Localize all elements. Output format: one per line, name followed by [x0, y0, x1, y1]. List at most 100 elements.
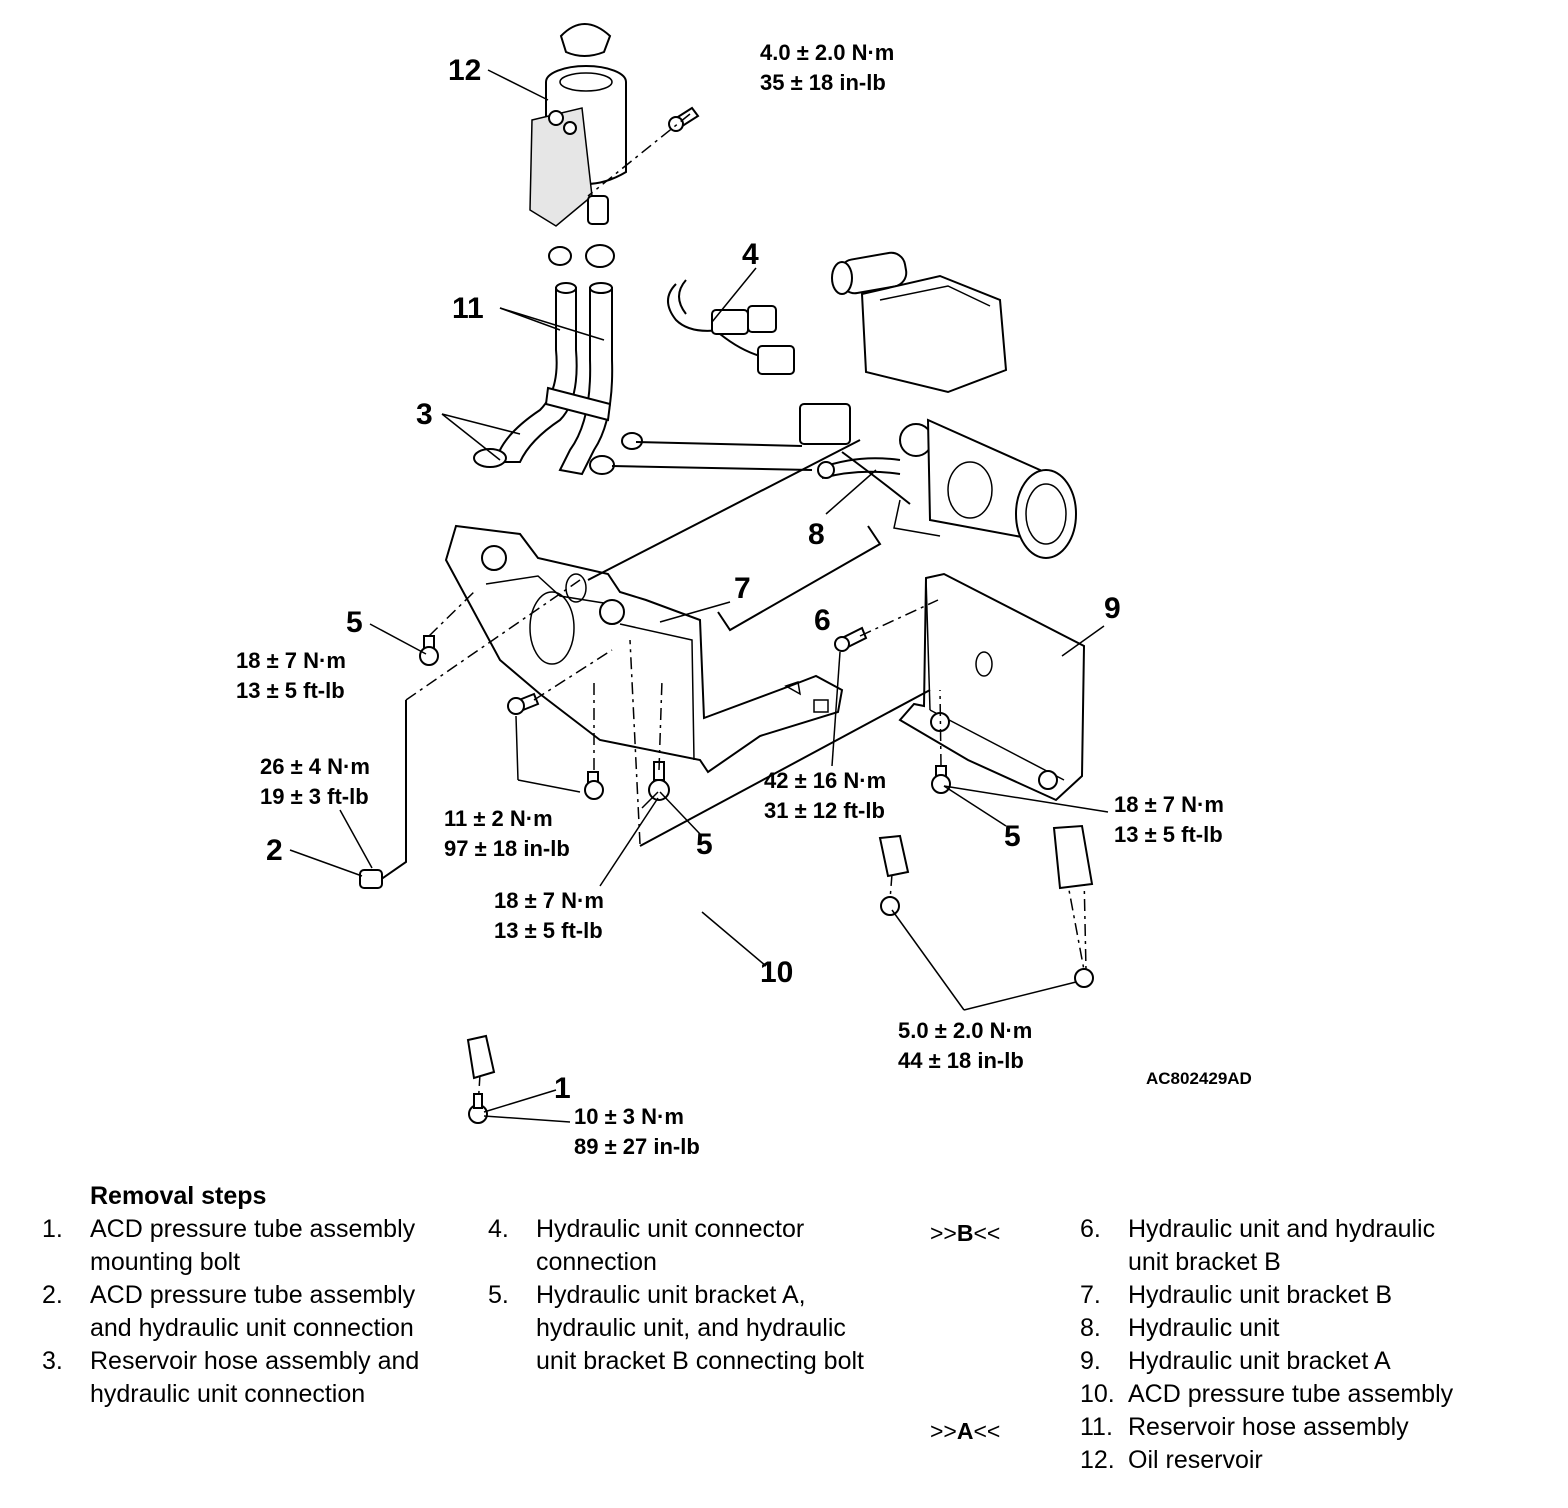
callout-9: 9: [1104, 592, 1121, 625]
torque-spec: 11 ± 2 N·m 97 ± 18 in-lb: [444, 806, 570, 861]
callout-6: 6: [814, 604, 831, 637]
hydraulic-unit-bracket-a: [898, 572, 1086, 802]
torque-spec: 18 ± 7 N·m 13 ± 5 ft-lb: [1114, 792, 1224, 847]
step-text: ACD pressure tube assembly: [1128, 1380, 1454, 1408]
torque-imperial: 13 ± 5 ft-lb: [494, 918, 603, 943]
acd-pressure-tube-assembly: [345, 824, 1094, 1080]
list-item: 7. Hydraulic unit bracket B: [1080, 1279, 1520, 1312]
list-item: 12. Oil reservoir: [1080, 1444, 1520, 1477]
torque-metric: 5.0 ± 2.0 N·m: [898, 1018, 1032, 1043]
torque-metric: 10 ± 3 N·m: [574, 1104, 684, 1129]
list-item: 6. Hydraulic unit and hydraulic unit bra…: [1080, 1213, 1520, 1279]
step-text: Hydraulic unit connector: [536, 1215, 805, 1243]
torque-imperial: 31 ± 12 ft-lb: [764, 798, 885, 823]
connecting-bolt-icon: [931, 765, 951, 794]
hydraulic-unit: [611, 251, 1077, 559]
step-number: 6.: [1080, 1215, 1101, 1243]
torque-metric: 18 ± 7 N·m: [1114, 792, 1224, 817]
torque-spec: 42 ± 16 N·m 31 ± 12 ft-lb: [764, 768, 886, 823]
torque-metric: 26 ± 4 N·m: [260, 754, 370, 779]
step-text: Hydraulic unit bracket B: [1128, 1281, 1393, 1309]
torque-imperial: 35 ± 18 in-lb: [760, 70, 886, 95]
callout-10: 10: [760, 956, 793, 989]
removal-steps: Removal steps 1. ACD pressure tube assem…: [0, 1180, 1568, 1500]
list-item: 9. Hydraulic unit bracket A: [1080, 1345, 1520, 1378]
step-number: 3.: [42, 1347, 63, 1375]
steps-column-3: 6. Hydraulic unit and hydraulic unit bra…: [1080, 1213, 1520, 1477]
torque-spec: 18 ± 7 N·m 13 ± 5 ft-lb: [236, 648, 346, 703]
step-text: mounting bolt: [90, 1248, 241, 1276]
callout-7: 7: [734, 572, 751, 605]
list-item: 10. ACD pressure tube assembly: [1080, 1378, 1520, 1411]
torque-metric: 42 ± 16 N·m: [764, 768, 886, 793]
step-text: ACD pressure tube assembly: [90, 1215, 416, 1243]
torque-spec: 5.0 ± 2.0 N·m 44 ± 18 in-lb: [898, 1018, 1032, 1073]
callout-8: 8: [808, 518, 825, 551]
step-number: 8.: [1080, 1314, 1101, 1342]
step-text: Hydraulic unit and hydraulic: [1128, 1215, 1436, 1243]
callout-6-bracket: [717, 525, 882, 632]
hydraulic-unit-connector: [667, 279, 795, 375]
list-item: 11. Reservoir hose assembly: [1080, 1411, 1520, 1444]
oil-reservoir: [529, 23, 627, 227]
torque-imperial: 44 ± 18 in-lb: [898, 1048, 1024, 1073]
torque-imperial: 13 ± 5 ft-lb: [1114, 822, 1223, 847]
hose-clamp-icon: [548, 244, 643, 475]
steps-column-1: 1. ACD pressure tube assembly mounting b…: [42, 1213, 482, 1411]
list-item: 3. Reservoir hose assembly and hydraulic…: [42, 1345, 482, 1411]
step-text: Oil reservoir: [1128, 1446, 1263, 1474]
step-text: Hydraulic unit bracket A,: [536, 1281, 806, 1309]
bracket-bolt-icon: [507, 626, 868, 800]
callout-5: 5: [346, 606, 363, 639]
callout-5: 5: [1004, 820, 1021, 853]
list-item: 1. ACD pressure tube assembly mounting b…: [42, 1213, 482, 1279]
step-number: 11.: [1080, 1413, 1113, 1441]
step-number: 12.: [1080, 1446, 1115, 1474]
list-item: 2. ACD pressure tube assembly and hydrau…: [42, 1279, 482, 1345]
steps-column-2: 4. Hydraulic unit connector connection 5…: [488, 1213, 908, 1378]
torque-spec: 4.0 ± 2.0 N·m 35 ± 18 in-lb: [760, 40, 894, 95]
list-item: 5. Hydraulic unit bracket A, hydraulic u…: [488, 1279, 908, 1378]
exploded-parts-diagram: 12 11 3 4 8 7 6 9 5 5 5 2 10 1 4.0 ± 2.0…: [236, 23, 1252, 1159]
step-number: 2.: [42, 1281, 63, 1309]
list-item: 4. Hydraulic unit connector connection: [488, 1213, 908, 1279]
service-marker-b: >>B<<: [930, 1220, 1001, 1246]
torque-imperial: 97 ± 18 in-lb: [444, 836, 570, 861]
tube-bolt-icon: [468, 896, 1094, 1124]
callout-12: 12: [448, 54, 481, 87]
torque-imperial: 89 ± 27 in-lb: [574, 1134, 700, 1159]
figure-id: AC802429AD: [1146, 1069, 1252, 1088]
step-text: Hydraulic unit bracket A: [1128, 1347, 1391, 1375]
step-number: 1.: [42, 1215, 63, 1243]
connecting-bolt-icon: [419, 635, 439, 666]
torque-metric: 11 ± 2 N·m: [444, 806, 553, 831]
step-text: hydraulic unit, and hydraulic: [536, 1314, 846, 1342]
step-number: 4.: [488, 1215, 509, 1243]
torque-spec: 18 ± 7 N·m 13 ± 5 ft-lb: [494, 888, 604, 943]
step-number: 9.: [1080, 1347, 1101, 1375]
torque-imperial: 19 ± 3 ft-lb: [260, 784, 369, 809]
service-marker-a: >>A<<: [930, 1418, 1001, 1444]
callout-11: 11: [452, 292, 484, 325]
step-text: ACD pressure tube assembly: [90, 1281, 416, 1309]
step-text: hydraulic unit connection: [90, 1380, 366, 1408]
callout-5: 5: [696, 828, 713, 861]
torque-spec: 26 ± 4 N·m 19 ± 3 ft-lb: [260, 754, 370, 809]
step-text: Hydraulic unit: [1128, 1314, 1280, 1342]
hydraulic-unit-bracket-b: [444, 524, 844, 774]
torque-metric: 4.0 ± 2.0 N·m: [760, 40, 894, 65]
step-number: 10.: [1080, 1380, 1115, 1408]
step-text: connection: [536, 1248, 657, 1276]
callout-2: 2: [266, 834, 283, 867]
list-item: 8. Hydraulic unit: [1080, 1312, 1520, 1345]
callout-3: 3: [416, 398, 433, 431]
torque-metric: 18 ± 7 N·m: [494, 888, 604, 913]
step-text: unit bracket B connecting bolt: [536, 1347, 864, 1375]
step-number: 5.: [488, 1281, 509, 1309]
torque-imperial: 13 ± 5 ft-lb: [236, 678, 345, 703]
callout-leader-lines: [289, 69, 1109, 1123]
reservoir-hose-assembly: [473, 282, 614, 476]
step-number: 7.: [1080, 1281, 1101, 1309]
step-text: Reservoir hose assembly: [1128, 1413, 1409, 1441]
callout-1: 1: [554, 1072, 571, 1105]
